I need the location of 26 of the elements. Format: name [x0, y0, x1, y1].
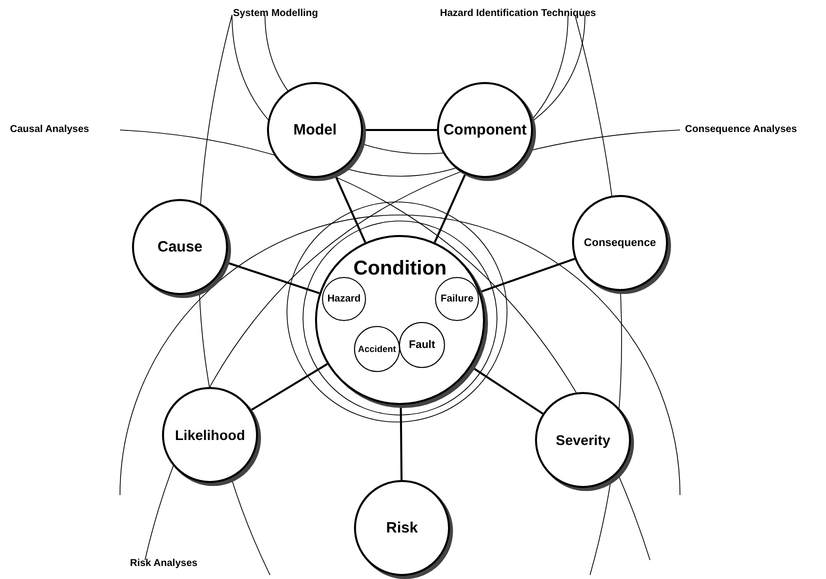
- circle-node: [354, 326, 400, 372]
- node-label: Accident: [356, 344, 397, 354]
- region-label: Causal Analyses: [10, 124, 90, 135]
- circle-node: [315, 235, 485, 405]
- node-label: Risk: [385, 520, 419, 536]
- connector-line: [434, 173, 466, 243]
- region-label: Risk Analyses: [130, 558, 198, 569]
- node-label: Failure: [440, 294, 474, 304]
- circle-node: [435, 277, 479, 321]
- region-label: Hazard Identification Techniques: [440, 8, 596, 19]
- node-label: Hazard: [326, 294, 362, 304]
- connector-line: [363, 129, 437, 131]
- node-label: Model: [292, 122, 338, 138]
- node-label: Consequence: [582, 237, 658, 249]
- region-label: Consequence Analyses: [685, 124, 797, 135]
- node-label: Fault: [408, 339, 436, 351]
- node-label: Component: [442, 122, 528, 138]
- region-label: System Modelling: [233, 8, 318, 19]
- connector-line: [480, 258, 576, 293]
- node-label: Cause: [156, 238, 204, 256]
- circle-node: [322, 277, 366, 321]
- node-label: Severity: [554, 432, 612, 448]
- circle-node: [399, 322, 445, 368]
- node-label: Likelihood: [174, 427, 246, 443]
- connector-line: [250, 363, 328, 411]
- node-label: Condition: [352, 257, 448, 280]
